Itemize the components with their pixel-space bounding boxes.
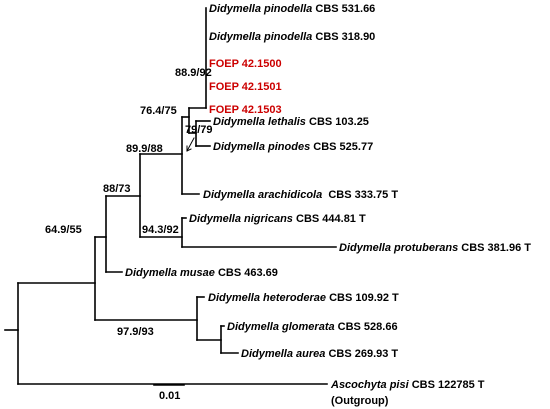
strain-label: CBS 122785 T xyxy=(412,379,485,391)
strain-label: CBS 318.90 xyxy=(315,31,375,43)
taxon-label: Didymella pinodes CBS 525.77 xyxy=(213,141,373,153)
isolate-label: FOEP 42.1501 xyxy=(209,81,282,93)
taxon-label: Ascochyta pisi CBS 122785 T xyxy=(330,379,485,391)
support-value: 89.9/88 xyxy=(126,143,163,155)
taxon-species-name: Didymella arachidicola xyxy=(203,189,322,201)
strain-label: CBS 531.66 xyxy=(315,3,375,15)
support-value: 88.9/92 xyxy=(175,67,212,79)
arrow-indicator xyxy=(186,137,195,152)
taxon-label: FOEP 42.1503 xyxy=(209,104,282,116)
taxon-species-name: Didymella pinodella xyxy=(209,3,312,15)
taxon-species-name: Didymella lethalis xyxy=(213,116,306,128)
strain-label: CBS 463.69 xyxy=(218,267,278,279)
taxon-label: Didymella pinodella CBS 318.90 xyxy=(209,31,375,43)
taxon-species-name: Ascochyta pisi xyxy=(330,379,410,391)
strain-label: CBS 525.77 xyxy=(313,141,373,153)
taxon-species-name: Didymella pinodes xyxy=(213,141,310,153)
taxon-label: Didymella nigricans CBS 444.81 T xyxy=(189,213,366,225)
taxon-label: Didymella protuberans CBS 381.96 T xyxy=(339,242,531,254)
taxon-label: Didymella heteroderae CBS 109.92 T xyxy=(208,292,399,304)
support-value: 64.9/55 xyxy=(45,224,82,236)
taxon-species-name: Didymella protuberans xyxy=(339,242,458,254)
support-labels: 88.9/92 79/79 76.4/75 89.9/88 88/73 94.3… xyxy=(45,67,213,338)
taxon-label: FOEP 42.1500 xyxy=(209,58,282,70)
strain-label: CBS 381.96 T xyxy=(461,242,531,254)
taxon-label: Didymella arachidicola CBS 333.75 T xyxy=(203,189,398,201)
support-value: 97.9/93 xyxy=(117,326,154,338)
taxon-label: Didymella lethalis CBS 103.25 xyxy=(213,116,369,128)
taxon-labels: Didymella pinodella CBS 531.66Didymella … xyxy=(125,3,531,407)
tree-branches xyxy=(4,7,337,385)
taxon-species-name: Didymella aurea xyxy=(241,348,325,360)
strain-label: CBS 269.93 T xyxy=(328,348,398,360)
arrow-head xyxy=(186,148,192,152)
taxon-species-name: Didymella musae xyxy=(125,267,215,279)
support-value: 79/79 xyxy=(185,124,213,136)
taxon-label: Didymella pinodella CBS 531.66 xyxy=(209,3,375,15)
scale-bar-label: 0.01 xyxy=(159,390,180,402)
strain-label: CBS 528.66 xyxy=(338,321,398,333)
support-value: 88/73 xyxy=(103,183,131,195)
taxon-species-name: Didymella nigricans xyxy=(189,213,293,225)
taxon-species-name: Didymella pinodella xyxy=(209,31,312,43)
arrow-shaft xyxy=(186,137,195,152)
strain-label: CBS 103.25 xyxy=(309,116,369,128)
taxon-label: Didymella glomerata CBS 528.66 xyxy=(227,321,398,333)
strain-label: CBS 444.81 T xyxy=(296,213,366,225)
taxon-label: Didymella musae CBS 463.69 xyxy=(125,267,278,279)
support-value: 76.4/75 xyxy=(140,105,177,117)
strain-label: CBS 333.75 T xyxy=(325,189,398,201)
isolate-label: FOEP 42.1500 xyxy=(209,58,282,70)
scale-bar: 0.01 xyxy=(153,384,185,402)
support-value: 94.3/92 xyxy=(142,224,179,236)
taxon-label: Didymella aurea CBS 269.93 T xyxy=(241,348,398,360)
isolate-label: FOEP 42.1503 xyxy=(209,104,282,116)
strain-label: CBS 109.92 T xyxy=(329,292,399,304)
outgroup-note: (Outgroup) xyxy=(331,395,389,407)
taxon-species-name: Didymella glomerata xyxy=(227,321,335,333)
taxon-label: FOEP 42.1501 xyxy=(209,81,282,93)
taxon-species-name: Didymella heteroderae xyxy=(208,292,326,304)
